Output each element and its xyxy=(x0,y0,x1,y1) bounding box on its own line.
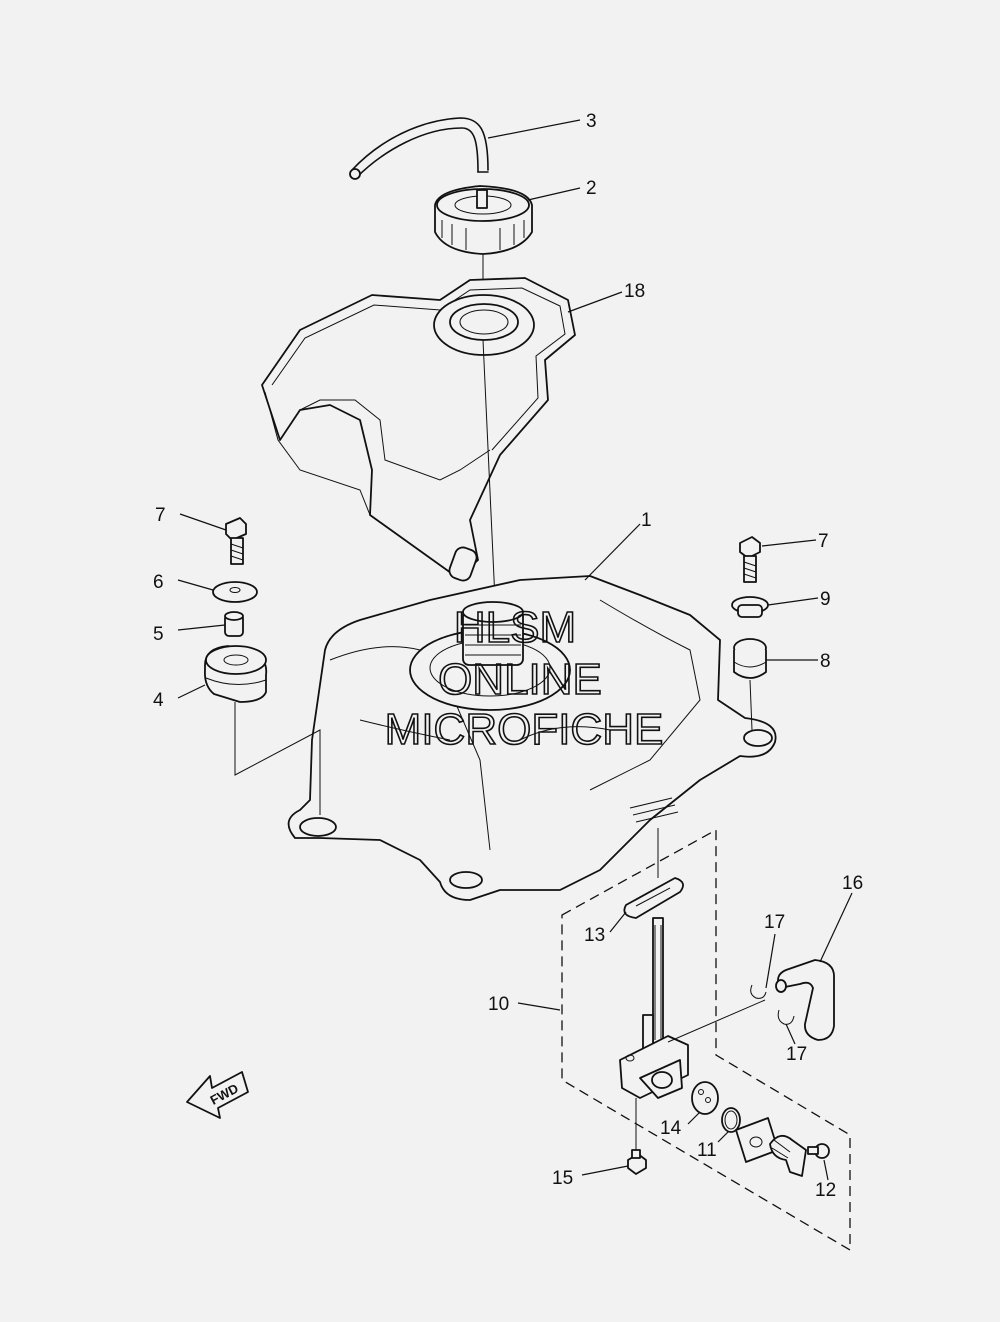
part-breather-hose xyxy=(349,117,489,180)
callout-13: 13 xyxy=(584,925,605,946)
callout-4: 4 xyxy=(153,690,164,711)
leader-lines xyxy=(177,119,853,1181)
watermark-line-2: ONLINE xyxy=(438,655,602,704)
callout-9: 9 xyxy=(820,589,831,610)
forward-direction-arrow: FWD xyxy=(186,1071,249,1119)
callout-18: 18 xyxy=(624,281,645,302)
callout-14: 14 xyxy=(660,1118,682,1139)
fuel-cock-assembly xyxy=(561,828,851,1252)
callout-15: 15 xyxy=(552,1168,573,1189)
part-tank-cover xyxy=(261,277,576,601)
part-fuel-tank xyxy=(287,575,777,901)
callout-7-left: 7 xyxy=(155,505,166,526)
callout-10: 10 xyxy=(488,994,509,1015)
callout-12: 12 xyxy=(815,1180,836,1201)
right-mount-hardware xyxy=(731,536,769,731)
left-mount-hardware xyxy=(204,517,321,815)
callout-6: 6 xyxy=(153,572,164,593)
watermark: HLSM ONLINE MICROFICHE xyxy=(384,602,664,755)
callout-17-lower: 17 xyxy=(786,1044,807,1065)
callout-2: 2 xyxy=(586,178,597,199)
callout-11: 11 xyxy=(697,1140,717,1161)
callout-8: 8 xyxy=(820,651,831,672)
callout-7-right: 7 xyxy=(818,531,829,552)
callout-1: 1 xyxy=(641,510,652,531)
watermark-line-1: HLSM xyxy=(454,603,576,652)
callout-16: 16 xyxy=(842,873,863,894)
callout-numbers: 3 2 18 1 7 6 5 4 7 9 8 16 17 17 13 10 14… xyxy=(153,111,863,1201)
callout-3: 3 xyxy=(586,111,597,132)
callout-17-upper: 17 xyxy=(764,912,785,933)
watermark-line-3: MICROFICHE xyxy=(385,705,664,754)
callout-5: 5 xyxy=(153,624,164,645)
